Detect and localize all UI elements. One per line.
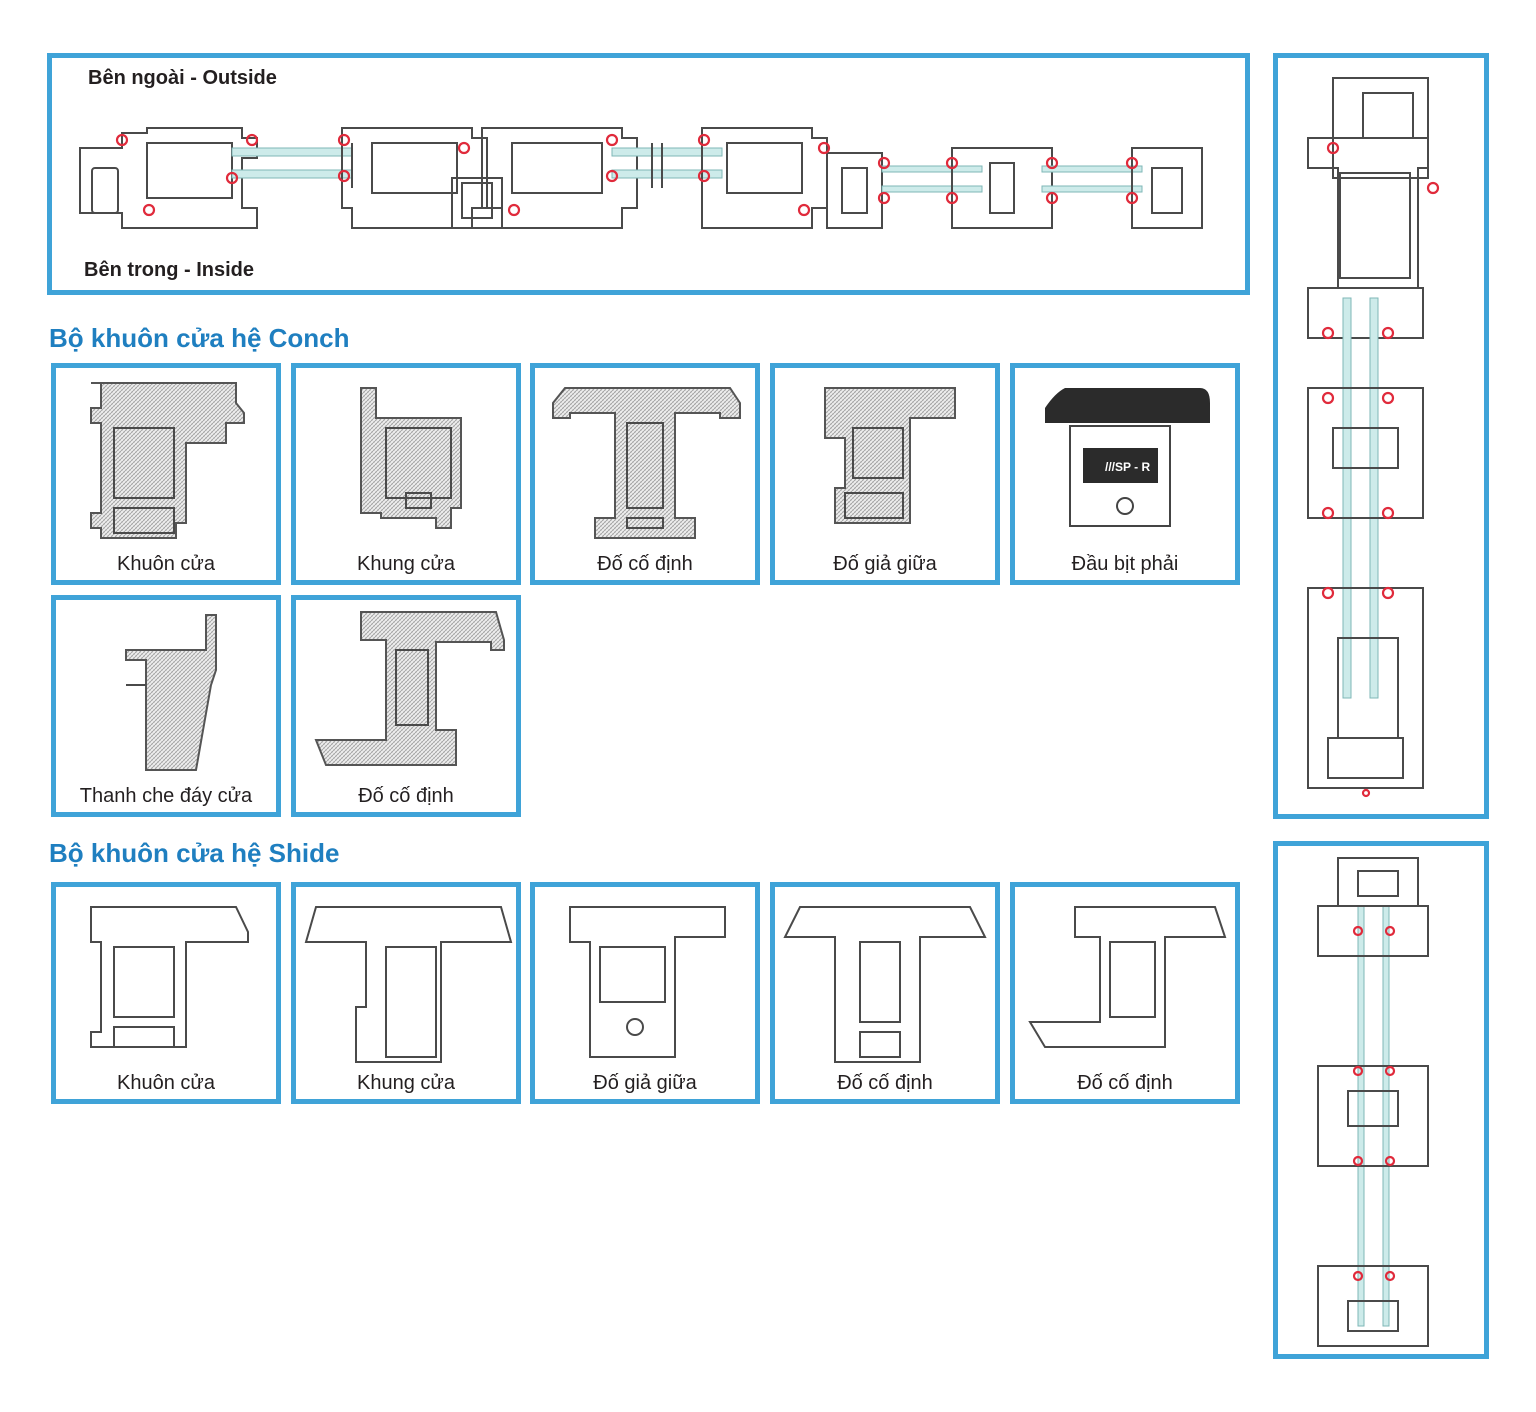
profile-drawing bbox=[304, 906, 513, 1063]
conch-item-sash: Khung cửa bbox=[291, 363, 521, 585]
shide-heading: Bộ khuôn cửa hệ Shide bbox=[49, 838, 340, 868]
shide-item-false-mullion: Đố giả giữa bbox=[530, 882, 760, 1104]
shide-item-fixed-mullion: Đố cố định bbox=[770, 882, 1000, 1104]
profile-drawing bbox=[569, 906, 726, 1058]
profile-drawing bbox=[314, 611, 505, 766]
item-caption: Đố cố định bbox=[837, 1072, 933, 1094]
item-caption: Đố giả giữa bbox=[833, 553, 937, 575]
item-caption: Đầu bịt phải bbox=[1071, 553, 1179, 575]
end-cap-logo: ///SP - R bbox=[1105, 460, 1151, 474]
conch-heading: Bộ khuôn cửa hệ Conch bbox=[49, 323, 350, 353]
item-caption: Đố giả giữa bbox=[593, 1072, 697, 1094]
profile-drawing bbox=[783, 906, 987, 1063]
conch-item-frame: Khuôn cửa bbox=[51, 363, 281, 585]
horizontal-section-drawing bbox=[79, 127, 1203, 229]
profile-drawing bbox=[125, 614, 217, 771]
conch-item-end-cap: ///SP - R Đầu bịt phải bbox=[1010, 363, 1240, 585]
inside-label: Bên trong - Inside bbox=[84, 259, 254, 281]
item-caption: Đố cố định bbox=[1077, 1072, 1173, 1094]
vertical-section-drawing-conch bbox=[1307, 77, 1440, 798]
profile-drawing bbox=[360, 387, 462, 529]
profile-drawing bbox=[90, 382, 245, 539]
end-cap-drawing bbox=[1045, 388, 1210, 527]
profile-drawing bbox=[90, 906, 249, 1048]
horizontal-section-panel: Bên ngoài - Outside Bên trong - Inside bbox=[47, 53, 1250, 295]
item-caption: Khung cửa bbox=[357, 553, 455, 575]
shide-item-fixed-mullion-2: Đố cố định bbox=[1010, 882, 1240, 1104]
vertical-section-panel-shide bbox=[1273, 841, 1489, 1359]
item-caption: Đố cố định bbox=[597, 553, 693, 575]
vertical-section-drawing-shide bbox=[1317, 857, 1429, 1347]
item-caption: Đố cố định bbox=[358, 785, 454, 807]
shide-item-frame: Khuôn cửa bbox=[51, 882, 281, 1104]
conch-item-false-mullion: Đố giả giữa bbox=[770, 363, 1000, 585]
conch-item-fixed-mullion-2: Đố cố định bbox=[291, 595, 521, 817]
shide-item-sash: Khung cửa bbox=[291, 882, 521, 1104]
item-caption: Khuôn cửa bbox=[117, 1072, 215, 1094]
profile-drawing bbox=[552, 387, 741, 539]
profile-drawing bbox=[1028, 906, 1227, 1048]
item-caption: Khung cửa bbox=[357, 1072, 455, 1094]
outside-label: Bên ngoài - Outside bbox=[88, 67, 277, 89]
conch-item-fixed-mullion: Đố cố định bbox=[530, 363, 760, 585]
vertical-section-panel-conch bbox=[1273, 53, 1489, 819]
item-caption: Khuôn cửa bbox=[117, 553, 215, 575]
item-caption: Thanh che đáy cửa bbox=[79, 785, 253, 807]
conch-item-bottom-cover: Thanh che đáy cửa bbox=[51, 595, 281, 817]
profile-drawing bbox=[824, 387, 956, 524]
